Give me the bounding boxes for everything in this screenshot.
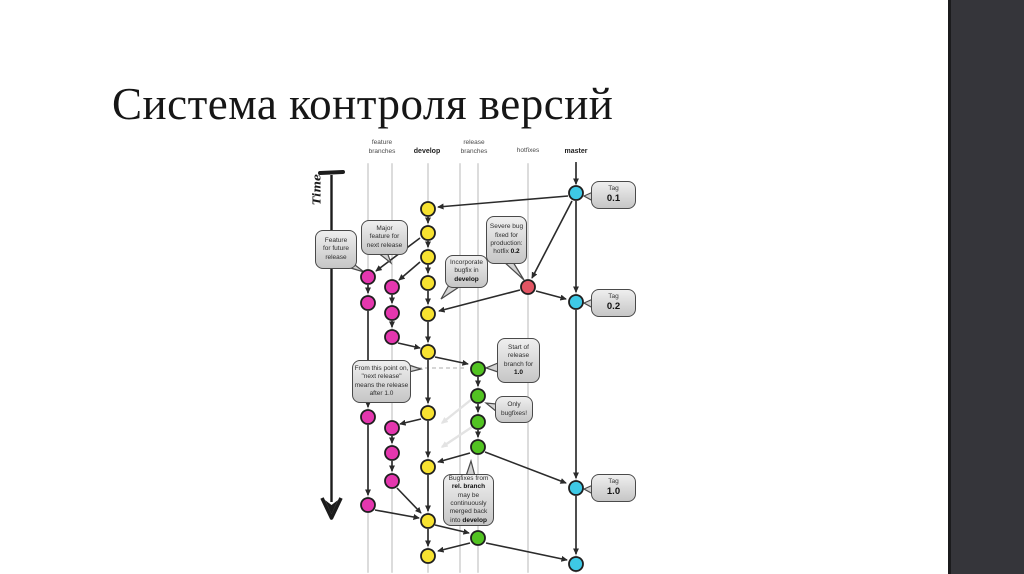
callout-line: merged back xyxy=(449,508,488,516)
commit-node-hotfix xyxy=(520,279,536,295)
viewer-side-panel xyxy=(948,0,1024,574)
callout-line: feature for xyxy=(369,233,400,241)
callout-tag-1-0: Tag 1.0 xyxy=(591,474,636,502)
commit-node-feature xyxy=(384,329,400,345)
commit-node-release xyxy=(470,439,486,455)
column-header-master: master xyxy=(564,148,588,155)
callout-from-this-point: From this point on, "next release" means… xyxy=(352,360,411,403)
header-line: feature xyxy=(371,139,393,146)
callout-line: rel. branch xyxy=(451,483,486,491)
callout-line: From this point on, xyxy=(354,364,409,372)
ghost-merge-arrows xyxy=(440,398,473,448)
slide-title: Система контроля версий xyxy=(112,79,614,129)
callout-line: Severe bug xyxy=(489,223,524,231)
callout-line: release xyxy=(325,253,347,261)
commit-node-master xyxy=(568,185,584,201)
tag-value: 1.0 xyxy=(606,485,621,497)
callout-line: bugfixes! xyxy=(500,409,528,417)
time-axis-label: Time xyxy=(310,174,324,206)
callout-start-release-branch: Start of release branch for 1.0 xyxy=(497,338,540,383)
callout-line: continuously xyxy=(450,500,487,507)
commit-node-feature xyxy=(360,409,376,425)
tag-value: 0.1 xyxy=(606,192,621,204)
callout-line: hotfix 0.2 xyxy=(493,248,520,256)
callout-line: Feature xyxy=(324,237,348,245)
callout-line: production: xyxy=(490,240,523,247)
callout-line: Major xyxy=(376,225,393,233)
callout-only-bugfixes: Only bugfixes! xyxy=(495,396,533,423)
tag-label: Tag xyxy=(608,293,619,301)
commit-node-develop xyxy=(420,459,436,475)
commit-node-release xyxy=(470,388,486,404)
tag-value: 0.2 xyxy=(606,300,621,312)
commit-node-develop xyxy=(420,344,436,360)
commit-node-release xyxy=(470,530,486,546)
header-line: branches xyxy=(368,147,396,155)
commit-node-release xyxy=(470,414,486,430)
header-line: release xyxy=(463,139,485,146)
callout-tag-0-2: Tag 0.2 xyxy=(591,289,636,317)
callout-line: bugfix in xyxy=(454,267,479,275)
commit-node-master xyxy=(568,294,584,310)
callout-line: 1.0 xyxy=(513,368,524,376)
header-line: branches xyxy=(460,147,488,155)
time-axis xyxy=(318,170,345,520)
commit-node-feature xyxy=(384,279,400,295)
commit-node-feature xyxy=(384,445,400,461)
commit-node-develop xyxy=(420,405,436,421)
commit-node-feature xyxy=(384,305,400,321)
callout-bugfixes-merged-back: Bugfixes from rel. branch may be continu… xyxy=(443,474,494,526)
tag-label: Tag xyxy=(608,478,619,486)
column-header-develop: develop xyxy=(413,148,441,155)
column-header-feature-branches: feature branches xyxy=(369,139,396,157)
callout-line: into develop xyxy=(450,516,487,524)
callout-line: Incorporate xyxy=(450,259,483,267)
callout-line: fixed for xyxy=(494,231,519,239)
commit-node-feature xyxy=(384,420,400,436)
callout-line: for future xyxy=(322,245,349,253)
callout-tag-0-1: Tag 0.1 xyxy=(591,181,636,209)
tag-label: Tag xyxy=(608,185,619,193)
commit-node-feature xyxy=(360,269,376,285)
callout-line: branch for xyxy=(503,360,534,368)
callout-severe-bug-hotfix: Severe bug fixed for production: hotfix … xyxy=(486,216,527,264)
commit-node-develop xyxy=(420,548,436,564)
commit-node-develop xyxy=(420,201,436,217)
callout-line: develop xyxy=(454,275,479,283)
commit-node-master xyxy=(568,480,584,496)
callout-line: Start of xyxy=(508,343,529,351)
callout-line: release xyxy=(507,352,530,360)
column-header-hotfixes: hotfixes xyxy=(516,147,540,154)
callout-line: "next release" xyxy=(361,373,402,381)
commit-node-develop xyxy=(420,225,436,241)
callout-line: means the release xyxy=(354,381,409,389)
commit-nodes xyxy=(360,185,584,572)
commit-node-master xyxy=(568,556,584,572)
callout-line: next release xyxy=(366,241,403,249)
callout-line: after 1.0 xyxy=(369,389,394,397)
commit-node-feature xyxy=(384,473,400,489)
commit-node-develop xyxy=(420,275,436,291)
commit-node-feature xyxy=(360,497,376,513)
commit-node-release xyxy=(470,361,486,377)
callout-line: Bugfixes from xyxy=(448,475,489,483)
commit-node-develop xyxy=(420,513,436,529)
commit-node-develop xyxy=(420,249,436,265)
column-header-release-branches: release branches xyxy=(461,139,488,157)
callout-major-feature: Major feature for next release xyxy=(361,220,408,255)
commit-node-develop xyxy=(420,306,436,322)
callout-feature-for-future-release: Feature for future release xyxy=(315,230,357,269)
commit-node-feature xyxy=(360,295,376,311)
callout-line: Only xyxy=(507,401,521,409)
callout-incorporate-bugfix: Incorporate bugfix in develop xyxy=(445,255,488,288)
callout-line: may be xyxy=(457,491,480,499)
